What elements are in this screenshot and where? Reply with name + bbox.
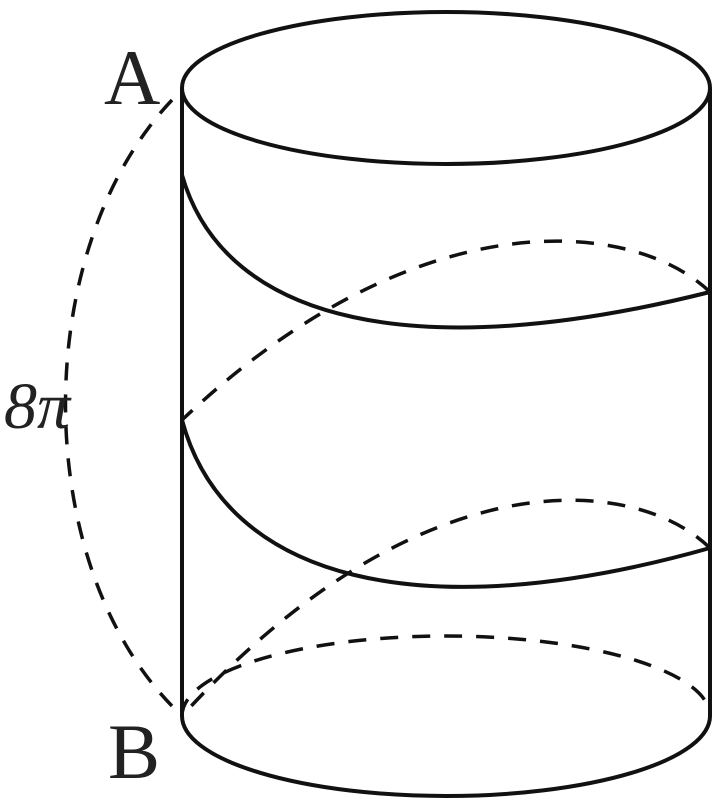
top-face-ellipse — [180, 10, 712, 166]
bottom-back-arc — [180, 634, 712, 717]
label-b: B — [108, 708, 160, 795]
label-a: A — [104, 34, 160, 121]
helix-front-segment-2 — [180, 419, 711, 589]
helix-front-segment-1 — [180, 174, 711, 330]
helix-back-segment-2 — [180, 498, 712, 718]
helix-back-segment-1 — [180, 239, 712, 422]
bottom-front-arc — [180, 715, 712, 798]
label-length: 8π — [4, 370, 72, 443]
length-arc — [63, 98, 174, 708]
